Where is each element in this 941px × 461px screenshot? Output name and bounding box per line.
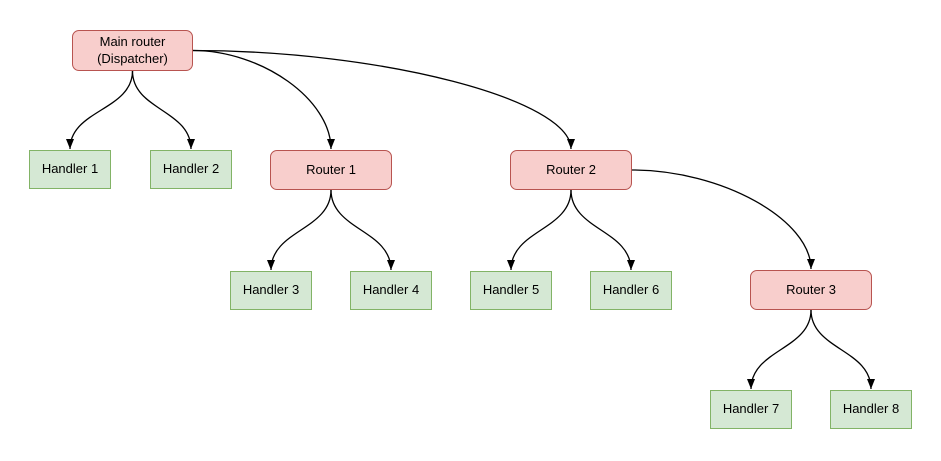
edge-main-router-to-router-1	[192, 49, 335, 150]
node-label-handler-6: Handler 6	[602, 282, 660, 298]
edge-router-3-to-handler-8	[810, 309, 875, 390]
node-handler-8: Handler 8	[830, 390, 912, 429]
node-label-handler-2: Handler 2	[162, 161, 220, 177]
node-label-handler-4: Handler 4	[362, 282, 420, 298]
node-label-router-1: Router 1	[306, 161, 356, 177]
node-handler-7: Handler 7	[710, 390, 792, 429]
node-label-main-router: Main router (Dispatcher)	[97, 34, 168, 66]
node-handler-3: Handler 3	[230, 271, 312, 310]
edge-router-2-to-handler-5	[507, 189, 572, 271]
node-label-handler-8: Handler 8	[842, 401, 900, 417]
node-router-3: Router 3	[750, 270, 872, 310]
edge-router-1-to-handler-4	[330, 189, 395, 271]
edge-router-2-to-router-3	[631, 169, 815, 270]
node-main-router: Main router (Dispatcher)	[72, 30, 193, 71]
node-label-router-2: Router 2	[546, 161, 596, 177]
node-router-2: Router 2	[510, 150, 632, 190]
node-handler-2: Handler 2	[150, 150, 232, 189]
edge-router-3-to-handler-7	[747, 309, 812, 390]
node-handler-4: Handler 4	[350, 271, 432, 310]
edge-main-router-to-handler-2	[131, 70, 195, 150]
edge-main-router-to-handler-1	[66, 70, 134, 150]
node-handler-1: Handler 1	[29, 150, 111, 189]
edge-main-router-to-router-2	[192, 49, 575, 150]
node-router-1: Router 1	[270, 150, 392, 190]
node-label-handler-1: Handler 1	[41, 161, 99, 177]
node-handler-5: Handler 5	[470, 271, 552, 310]
edge-router-1-to-handler-3	[267, 189, 332, 271]
edge-router-2-to-handler-6	[570, 189, 635, 271]
node-label-handler-3: Handler 3	[242, 282, 300, 298]
node-handler-6: Handler 6	[590, 271, 672, 310]
node-label-handler-7: Handler 7	[722, 401, 780, 417]
node-label-handler-5: Handler 5	[482, 282, 540, 298]
node-label-router-3: Router 3	[786, 281, 836, 297]
